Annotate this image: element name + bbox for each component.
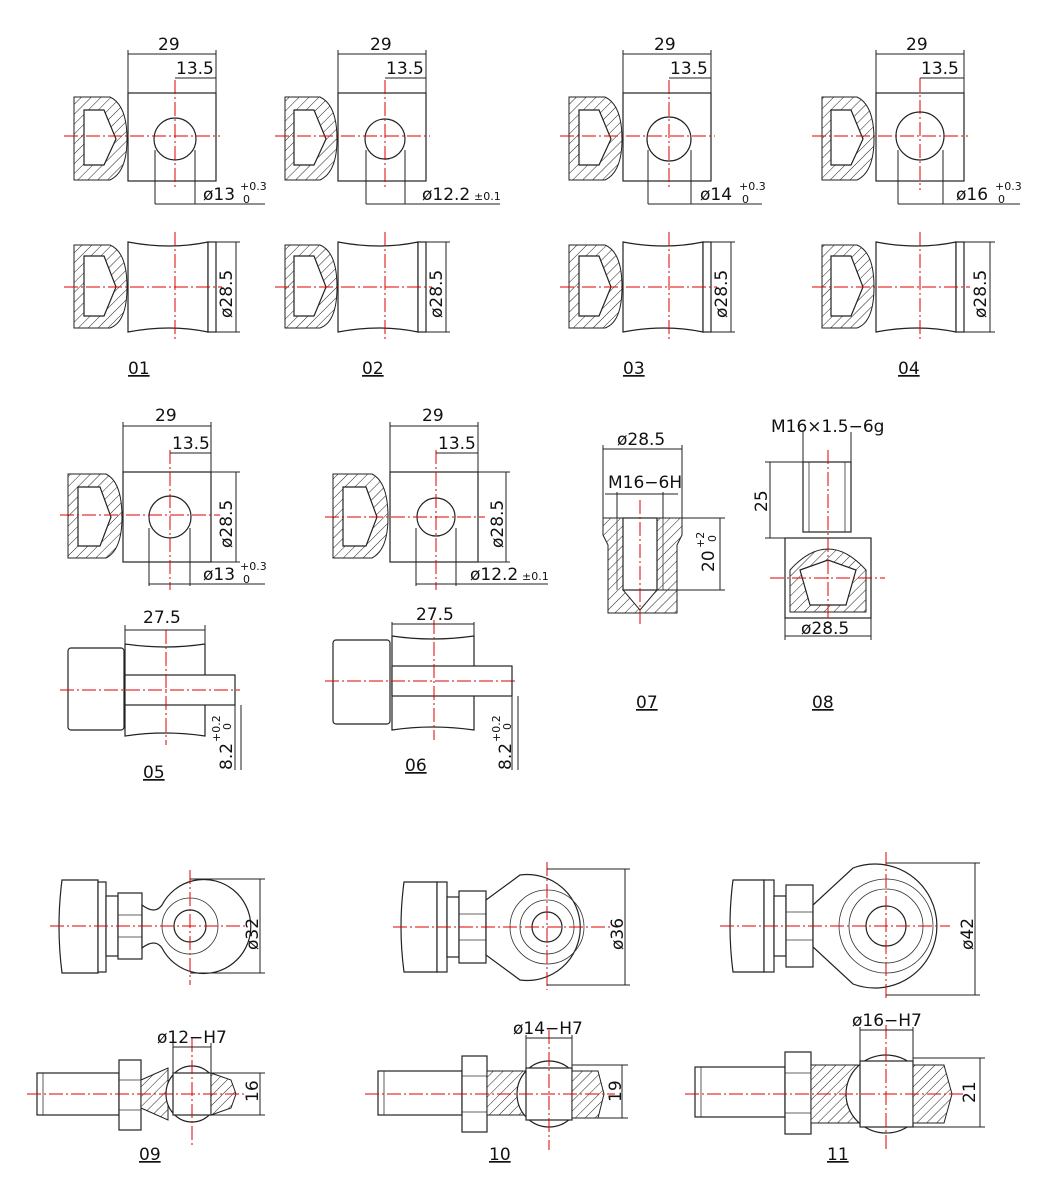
dim-06-slot-tol-up: +0.2 bbox=[490, 715, 503, 742]
part-08-section bbox=[765, 432, 885, 640]
dim-07-depth: 20 bbox=[699, 550, 719, 572]
part-04-side bbox=[812, 232, 995, 340]
dim-05-slot: 8.2 bbox=[217, 743, 237, 770]
part-09-side bbox=[27, 1038, 265, 1145]
dim-06-slot-tol-low: 0 bbox=[501, 723, 514, 730]
dim-10-eye-dia: ø36 bbox=[608, 918, 628, 950]
dim-02-bore: ø12.2 bbox=[422, 185, 470, 205]
dim-01-dia: ø28.5 bbox=[217, 270, 237, 318]
dim-06-bore: ø12.2 bbox=[470, 565, 518, 585]
part-label-11: 11 bbox=[827, 1145, 849, 1165]
dim-05-slot-tol-low: 0 bbox=[221, 723, 234, 730]
dim-05-slot-tol-up: +0.2 bbox=[210, 715, 223, 742]
part-label-09: 09 bbox=[139, 1145, 161, 1165]
dim-07-thread: M16−6H bbox=[608, 473, 682, 493]
dim-03-bore: ø14 bbox=[700, 185, 732, 205]
part-label-02: 02 bbox=[362, 359, 384, 379]
dim-08-thread: M16×1.5−6g bbox=[771, 417, 884, 437]
part-03-side bbox=[560, 232, 735, 340]
dim-05-offset: 13.5 bbox=[172, 434, 210, 454]
part-label-08: 08 bbox=[812, 693, 834, 713]
dim-09-bore: ø12−H7 bbox=[157, 1028, 227, 1048]
part-05-side bbox=[60, 625, 242, 770]
part-06-side bbox=[325, 620, 519, 770]
dim-04-tol-low: 0 bbox=[998, 193, 1005, 206]
part-label-06: 06 bbox=[405, 756, 427, 776]
dim-03-tol-up: +0.3 bbox=[739, 180, 766, 193]
part-01-top bbox=[64, 50, 265, 205]
part-10-eye bbox=[393, 862, 630, 990]
dim-05-tol-low: 0 bbox=[243, 573, 250, 586]
part-label-01: 01 bbox=[128, 359, 150, 379]
dim-08-length: 25 bbox=[752, 490, 772, 512]
dim-01-offset: 13.5 bbox=[176, 59, 214, 79]
dim-10-bore: ø14−H7 bbox=[513, 1019, 583, 1039]
dim-04-bore: ø16 bbox=[956, 185, 988, 205]
dim-06-width: 29 bbox=[422, 406, 444, 426]
dim-06-slot: 8.2 bbox=[496, 743, 516, 770]
dim-11-eye-dia: ø42 bbox=[958, 918, 978, 950]
dim-11-bore: ø16−H7 bbox=[852, 1011, 922, 1031]
part-label-03: 03 bbox=[623, 359, 645, 379]
dim-07-depth-tol-up: +2 bbox=[694, 532, 707, 548]
dim-04-offset: 13.5 bbox=[921, 59, 959, 79]
dim-05-tol-up: +0.3 bbox=[240, 560, 267, 573]
part-03-top bbox=[560, 50, 762, 205]
part-04-top bbox=[812, 50, 1020, 205]
dim-05-bore: ø13 bbox=[203, 565, 235, 585]
part-11-eye bbox=[720, 852, 980, 1000]
part-06-top bbox=[325, 422, 548, 590]
dim-09-eye-dia: ø32 bbox=[243, 918, 263, 950]
dim-07-dia: ø28.5 bbox=[617, 430, 665, 450]
dim-06-length: 27.5 bbox=[416, 605, 454, 625]
dim-03-dia: ø28.5 bbox=[712, 270, 732, 318]
part-07-section bbox=[602, 445, 725, 625]
dim-01-width: 29 bbox=[158, 35, 180, 55]
dim-06-offset: 13.5 bbox=[438, 434, 476, 454]
dim-01-tol-low: 0 bbox=[243, 193, 250, 206]
dim-04-width: 29 bbox=[906, 35, 928, 55]
dim-05-length: 27.5 bbox=[143, 608, 181, 628]
part-02-top bbox=[275, 50, 500, 205]
part-label-10: 10 bbox=[489, 1145, 511, 1165]
dim-05-dia: ø28.5 bbox=[217, 500, 237, 548]
dim-02-offset: 13.5 bbox=[386, 59, 424, 79]
dim-05-width: 29 bbox=[155, 406, 177, 426]
dim-02-tol: ±0.1 bbox=[474, 190, 501, 203]
dim-11-width: 21 bbox=[960, 1081, 980, 1103]
dim-04-dia: ø28.5 bbox=[971, 270, 991, 318]
part-label-05: 05 bbox=[143, 763, 165, 783]
part-05-top bbox=[60, 422, 265, 590]
dim-02-dia: ø28.5 bbox=[427, 270, 447, 318]
dim-08-dia: ø28.5 bbox=[801, 619, 849, 639]
part-label-07: 07 bbox=[636, 693, 658, 713]
dim-09-width: 16 bbox=[243, 1080, 263, 1102]
part-02-side bbox=[275, 232, 450, 340]
dim-04-tol-up: +0.3 bbox=[995, 180, 1022, 193]
dim-01-bore: ø13 bbox=[203, 185, 235, 205]
dim-03-width: 29 bbox=[654, 35, 676, 55]
part-label-04: 04 bbox=[898, 359, 920, 379]
dim-02-width: 29 bbox=[370, 35, 392, 55]
dim-01-tol-up: +0.3 bbox=[240, 180, 267, 193]
dim-06-tol: ±0.1 bbox=[522, 570, 549, 583]
dim-07-depth-tol-low: 0 bbox=[706, 535, 719, 542]
part-11-side bbox=[685, 1025, 985, 1150]
part-01-side bbox=[64, 232, 240, 340]
dim-10-width: 19 bbox=[606, 1080, 626, 1102]
dim-03-tol-low: 0 bbox=[742, 193, 749, 206]
part-09-eye bbox=[50, 870, 265, 985]
dim-03-offset: 13.5 bbox=[670, 59, 708, 79]
part-10-side bbox=[365, 1030, 628, 1150]
dim-06-dia: ø28.5 bbox=[488, 500, 508, 548]
